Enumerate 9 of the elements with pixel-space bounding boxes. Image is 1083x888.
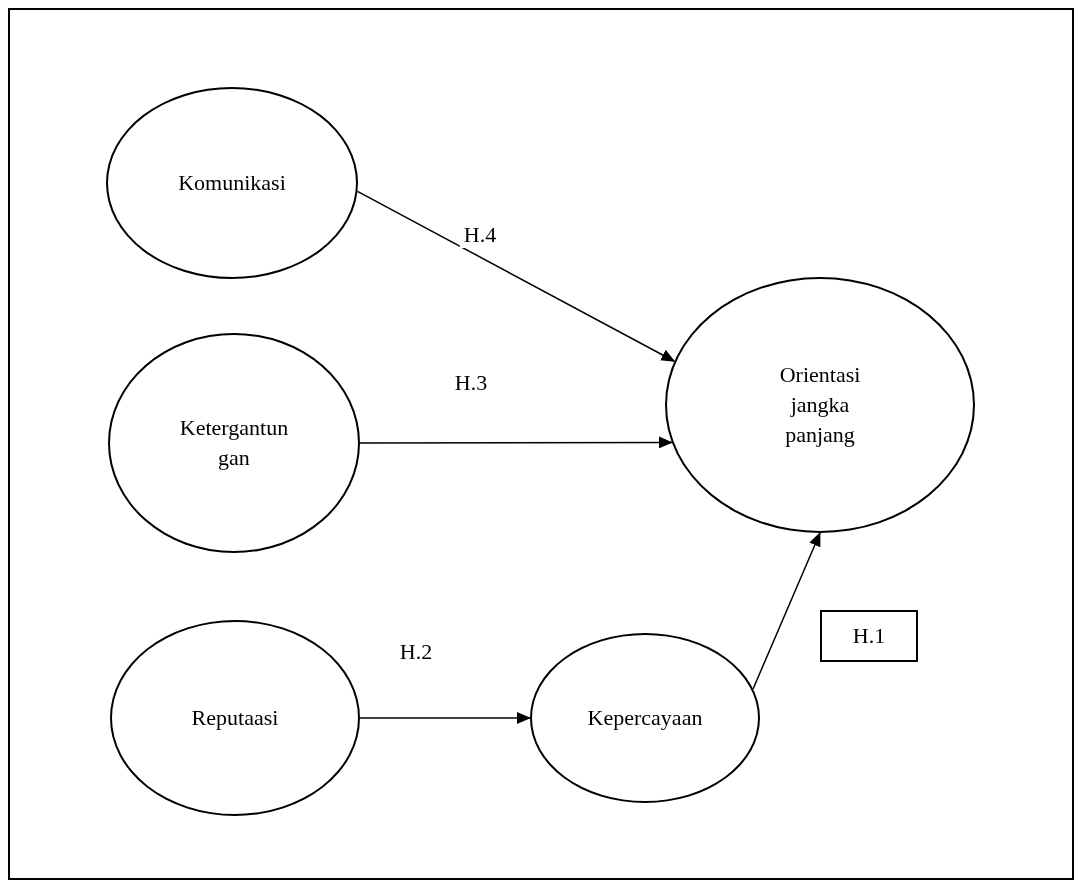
node-label: Orientasi jangka panjang	[778, 361, 862, 449]
arrow	[356, 190, 676, 362]
node-label: Ketergantun gan	[178, 414, 290, 472]
arrow	[359, 712, 531, 724]
node-label: Reputaasi	[191, 704, 279, 732]
label-box	[820, 610, 918, 662]
node-label: Komunikasi	[178, 169, 286, 197]
node-label: H.1	[852, 622, 886, 650]
node-label: Kepercayaan	[587, 704, 703, 732]
